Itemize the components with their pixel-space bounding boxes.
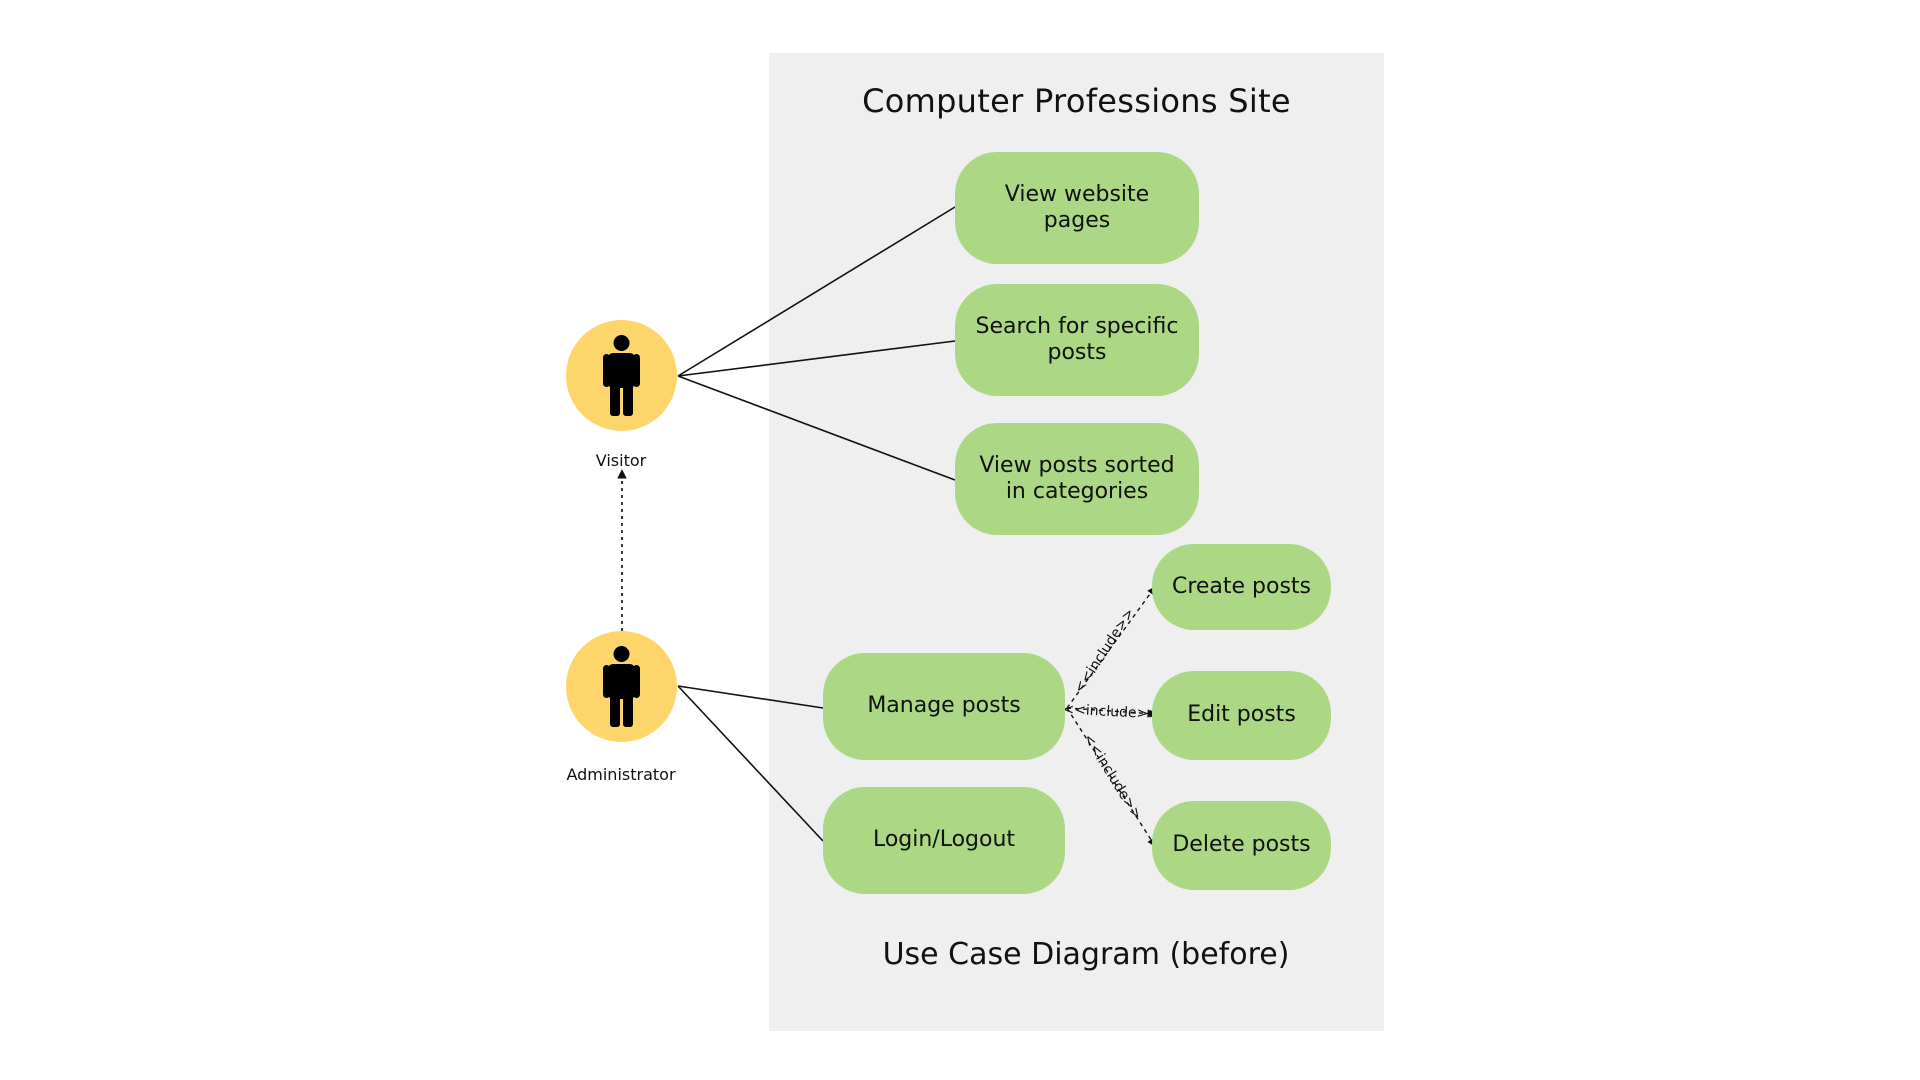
include-label-edit: <<include>> [1062, 701, 1160, 722]
use-case-create-posts: Create posts [1152, 544, 1331, 630]
use-case-view-website-pages: View website pages [955, 152, 1199, 264]
association-visitor-view-pages [677, 206, 956, 377]
include-label-create: <<include>> [1071, 606, 1138, 697]
include-line-create [1066, 586, 1156, 709]
actor-label-administrator: Administrator [566, 765, 676, 784]
use-case-manage-posts: Manage posts [823, 653, 1065, 760]
use-case-view-sorted-posts: View posts sorted in categories [955, 423, 1199, 535]
use-case-login-logout: Login/Logout [823, 787, 1065, 894]
include-line-edit [1066, 707, 1156, 718]
person-icon [603, 335, 640, 416]
diagram-caption: Use Case Diagram (before) [882, 937, 1290, 972]
actor-visitor [566, 320, 677, 431]
use-case-delete-posts: Delete posts [1152, 801, 1331, 890]
association-admin-login-logout [677, 685, 824, 842]
actor-label-visitor: Visitor [595, 451, 647, 470]
use-case-search-posts: Search for specific posts [955, 284, 1199, 396]
association-admin-manage-posts [677, 685, 824, 709]
association-visitor-view-sorted [677, 375, 956, 481]
system-title: Computer Professions Site [862, 82, 1291, 120]
association-visitor-search-posts [677, 340, 956, 377]
use-case-edit-posts: Edit posts [1152, 671, 1331, 760]
include-line-delete [1066, 707, 1156, 847]
actor-administrator [566, 631, 677, 742]
person-icon [603, 646, 640, 727]
include-label-delete: <<include>> [1080, 731, 1145, 822]
